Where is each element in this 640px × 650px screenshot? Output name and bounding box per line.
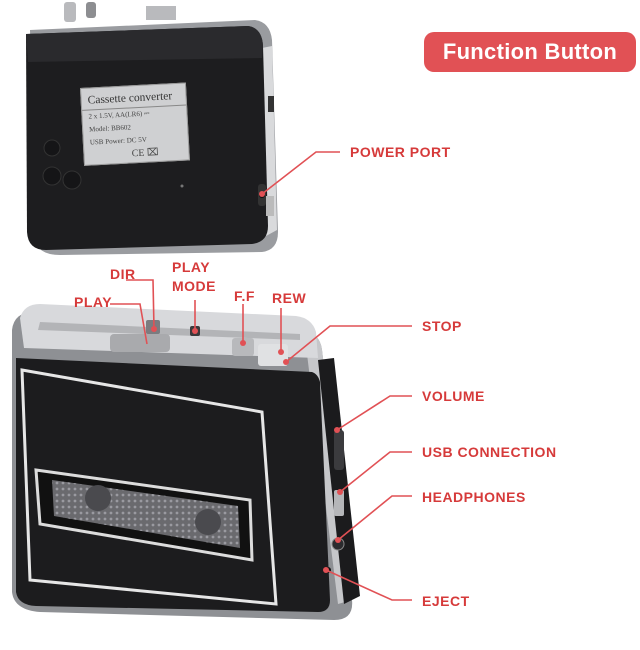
- label-eject: EJECT: [422, 593, 470, 609]
- label-stop: STOP: [422, 318, 462, 334]
- label-headphones: HEADPHONES: [422, 489, 526, 505]
- function-button-badge: Function Button: [424, 32, 636, 72]
- back-device: [26, 2, 278, 255]
- label-volume: VOLUME: [422, 388, 485, 404]
- label-usb-connection: USB CONNECTION: [422, 444, 557, 460]
- label-ff: F.F: [234, 288, 255, 304]
- label-rew: REW: [272, 290, 307, 306]
- label-power-port: POWER PORT: [350, 144, 451, 160]
- label-play: PLAY: [74, 294, 113, 310]
- label-play-mode: PLAY MODE: [172, 259, 216, 294]
- front-device: [12, 191, 360, 620]
- leader-lines: [110, 151, 412, 601]
- label-dir: DIR: [110, 266, 136, 282]
- device-sticker: Cassette converter 2 x 1.5V, AA(LR6) ⎓ M…: [80, 82, 190, 166]
